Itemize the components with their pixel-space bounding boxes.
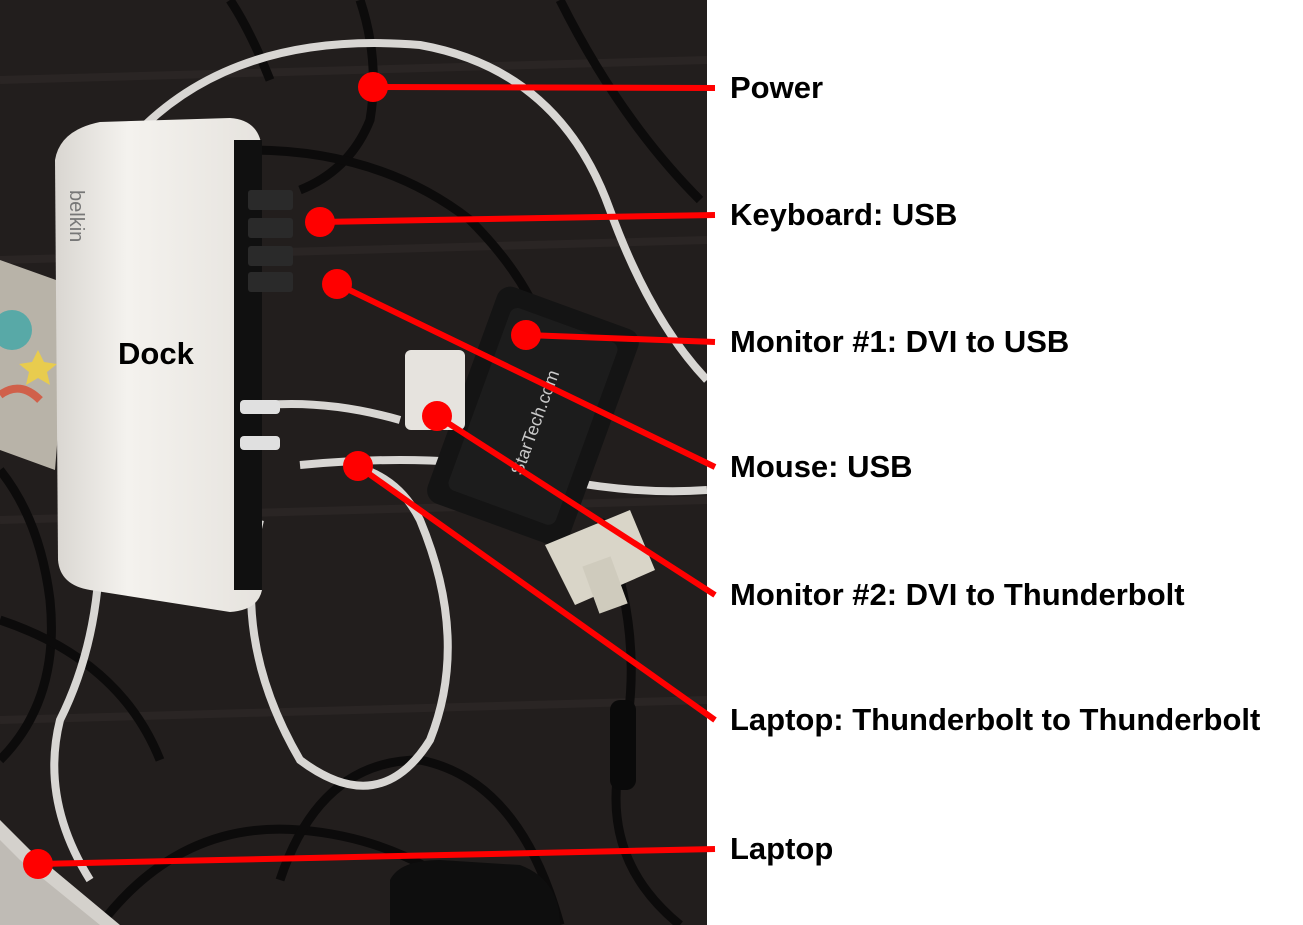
callout-line-monitor-2 xyxy=(435,413,717,598)
callout-dot-monitor-2 xyxy=(422,401,452,431)
ferrite-bead xyxy=(610,700,636,790)
callout-dot-power xyxy=(358,72,388,102)
sticker-star xyxy=(19,350,57,385)
callout-dot-mouse xyxy=(322,269,352,299)
dock-body xyxy=(55,118,262,612)
callout-line-keyboard xyxy=(319,212,716,225)
dock-ports xyxy=(240,400,280,450)
brand-mark: belkin xyxy=(65,190,87,242)
callout-label-mouse: Mouse: USB xyxy=(730,449,913,484)
callout-label-laptop-cable: Laptop: Thunderbolt to Thunderbolt xyxy=(730,702,1261,737)
callout-label-power: Power xyxy=(730,70,824,105)
callout-dot-laptop xyxy=(23,849,53,879)
dock-port-panel xyxy=(234,140,262,590)
callout-dot-keyboard xyxy=(305,207,335,237)
wood-grain xyxy=(0,56,707,724)
callout-line-laptop xyxy=(37,846,716,867)
sticker-swirl xyxy=(0,384,43,403)
callout-dot-monitor-1 xyxy=(511,320,541,350)
dvi-connector xyxy=(545,510,655,605)
callout-dot-laptop-cable xyxy=(343,451,373,481)
callout-label-monitor-2: Monitor #2: DVI to Thunderbolt xyxy=(730,577,1185,612)
sticker-circle xyxy=(0,310,32,350)
dock-label: Dock xyxy=(118,336,194,371)
callout-line-mouse xyxy=(335,281,717,470)
dock-usb-plugs xyxy=(248,190,293,292)
dark-object xyxy=(390,860,560,925)
callout-label-keyboard: Keyboard: USB xyxy=(730,197,958,232)
callout-line-monitor-1 xyxy=(525,332,716,345)
laptop-edge xyxy=(0,840,100,925)
callout-label-monitor-1: Monitor #1: DVI to USB xyxy=(730,324,1070,359)
callout-line-power xyxy=(372,84,716,91)
callout-line-laptop-cable xyxy=(356,463,717,723)
callout-label-laptop: Laptop xyxy=(730,831,834,866)
dvi-strain-relief xyxy=(582,556,628,614)
